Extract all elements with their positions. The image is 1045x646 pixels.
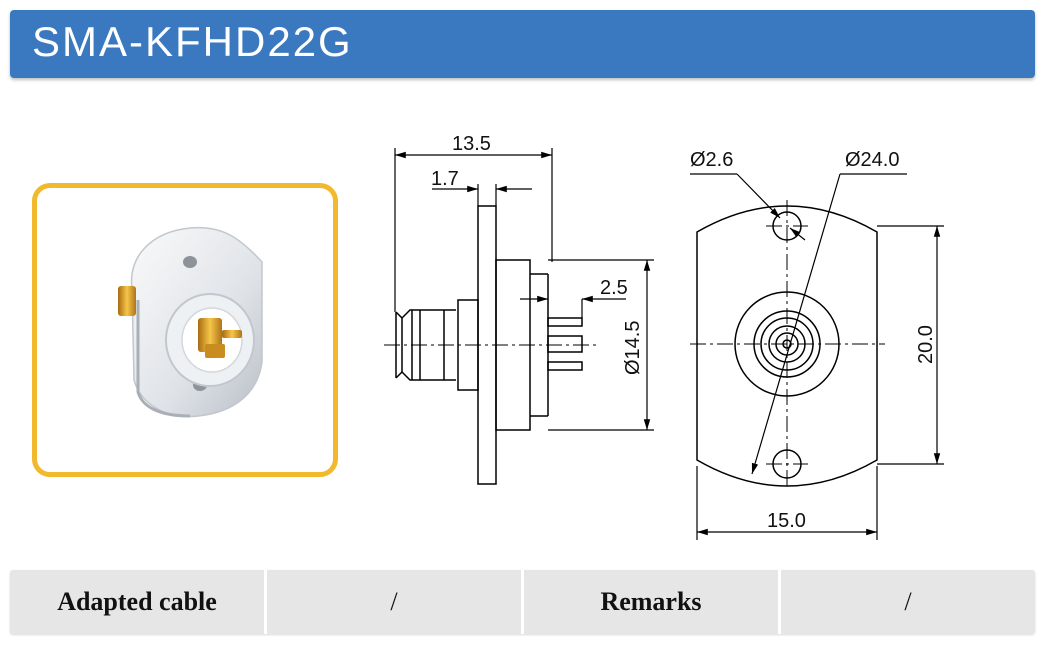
dim-flange-thickness: 1.7	[431, 168, 459, 190]
dim-pin-offset: 2.5	[600, 277, 628, 299]
remarks-label: Remarks	[524, 570, 781, 634]
dim-hole-diameter: Ø2.6	[690, 149, 733, 171]
remarks-value: /	[904, 587, 912, 616]
adapted-cable-label: Adapted cable	[10, 570, 267, 634]
connector-photo	[118, 226, 263, 418]
dim-width: 15.0	[767, 510, 806, 532]
dim-height: 20.0	[915, 325, 937, 364]
product-photo-frame	[32, 183, 338, 477]
dim-hole-spacing: Ø24.0	[845, 149, 899, 171]
adapted-cable-value: /	[267, 570, 524, 634]
dim-overall-length: 13.5	[452, 133, 491, 155]
spec-table: Adapted cable / Remarks /	[10, 570, 1035, 634]
product-title: SMA-KFHD22G	[32, 18, 353, 65]
dim-body-diameter: Ø14.5	[622, 321, 644, 375]
title-bar: SMA-KFHD22G	[10, 10, 1035, 78]
